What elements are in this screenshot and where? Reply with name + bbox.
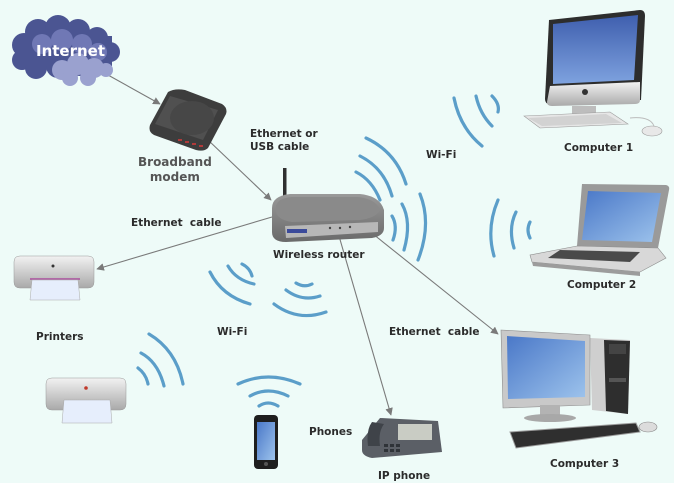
cloud-icon (12, 15, 120, 86)
wifi-icon-phone-cluster (272, 281, 328, 318)
router-label: Wireless router (273, 249, 365, 261)
ip-phone-label: IP phone (378, 470, 431, 482)
edge-label-router-printer: Ethernet cable (131, 217, 222, 229)
cable-router-ipphone (338, 235, 393, 416)
desktop-all-in-one-icon (523, 10, 663, 137)
router-icon (272, 168, 384, 242)
modem-icon (149, 89, 227, 151)
wifi-icon-router-upper (354, 136, 408, 202)
cable-router-computer3 (367, 229, 499, 335)
wifi-icon-printer2 (136, 332, 185, 388)
printers-label: Printers (36, 331, 84, 343)
printer-icon (45, 377, 127, 424)
phones-label: Phones (309, 426, 353, 438)
wifi-waves (136, 94, 532, 408)
wifi-icon-router-right (390, 192, 428, 262)
wifi-icon-smartphone (236, 375, 302, 408)
edge-label-router-computer3: Ethernet cable (389, 326, 480, 338)
modem-label: Broadband modem (138, 155, 212, 184)
wifi-icon-computer1 (452, 94, 500, 148)
cable-router-printer (96, 216, 273, 271)
computer2-label: Computer 2 (567, 279, 637, 291)
laptop-icon (529, 184, 670, 276)
desktop-tower-icon (500, 329, 658, 449)
cables (96, 74, 499, 416)
internet-label: Internet (36, 42, 106, 60)
desk-phone-icon (362, 418, 442, 458)
cable-modem-router (207, 139, 272, 201)
printer-icon (13, 255, 95, 301)
smartphone-icon (254, 415, 278, 469)
edge-label-modem-router: Ethernet or USB cable (250, 128, 318, 154)
computer1-label: Computer 1 (564, 142, 634, 154)
wifi-icon-printer1 (208, 262, 256, 306)
wifi-icon-computer2 (489, 198, 532, 258)
computer3-label: Computer 3 (550, 458, 620, 470)
cable-internet-modem (107, 74, 161, 105)
edge-label-wifi-computers: Wi-Fi (426, 149, 457, 161)
edge-label-wifi-devices: Wi-Fi (217, 326, 248, 338)
